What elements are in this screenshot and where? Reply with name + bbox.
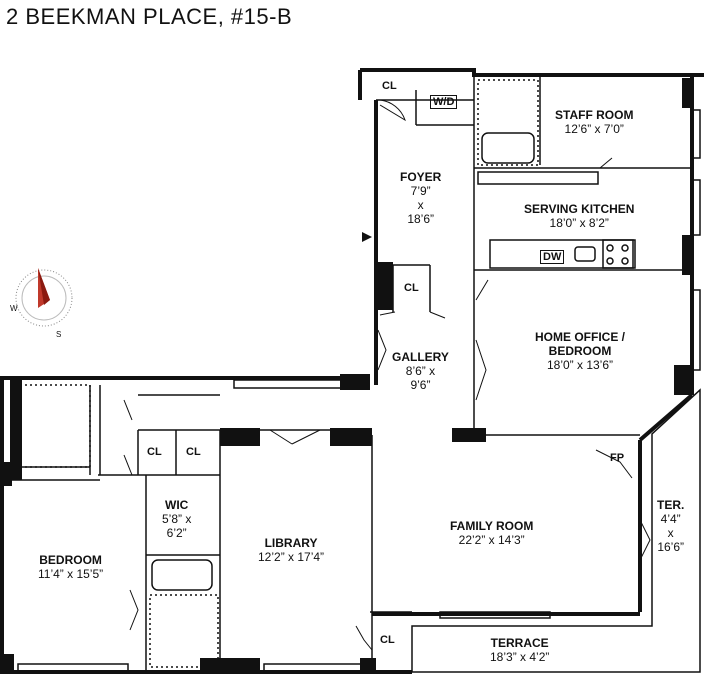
closet-label-gallery: CL (404, 282, 419, 294)
room-gallery: GALLERY 8’6” x 9’6” (392, 350, 449, 392)
room-library: LIBRARY 12’2” x 17’4” (258, 536, 325, 564)
room-family-room: FAMILY ROOM 22’2” x 14’3” (450, 519, 534, 547)
compass-south: S (56, 330, 62, 339)
room-terrace: TERRACE 18’3” x 4’2” (490, 636, 550, 664)
closet-label-hall-2: CL (186, 446, 201, 458)
room-home-office: HOME OFFICE / BEDROOM 18’0” x 13’6” (535, 330, 625, 372)
closet-label-library: CL (380, 634, 395, 646)
room-terrace-small: TER. 4’4” x 16’6” (657, 498, 685, 554)
room-staff-room: STAFF ROOM 12’6” x 7’0” (555, 108, 634, 136)
dishwasher-label: DW (540, 250, 565, 264)
closet-label-foyer: CL (382, 80, 397, 92)
room-serving-kitchen: SERVING KITCHEN 18’0” x 8’2” (524, 202, 635, 230)
entry-arrow (362, 232, 372, 242)
wall-blocks (0, 78, 694, 672)
plan-title: 2 BEEKMAN PLACE, #15-B (6, 4, 293, 29)
compass-west: W (10, 304, 18, 313)
room-wic: WIC 5’8” x 6’2” (162, 498, 192, 540)
washer-dryer-label: W/D (430, 95, 458, 109)
fireplace-label: FP (610, 452, 625, 464)
compass-icon (15, 268, 73, 327)
closet-label-hall-1: CL (147, 446, 162, 458)
room-bedroom: BEDROOM 11’4” x 15’5” (38, 553, 104, 581)
room-foyer: FOYER 7’9” x 18’6” (400, 170, 442, 226)
